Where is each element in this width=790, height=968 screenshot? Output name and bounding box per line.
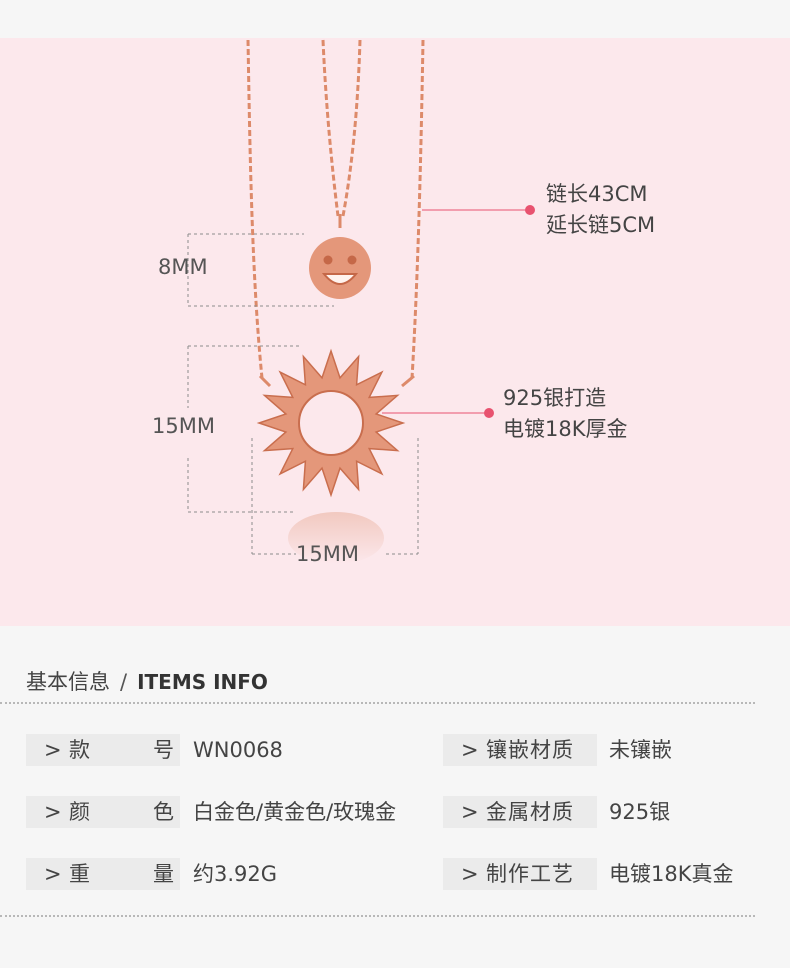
section-title-en: ITEMS INFO bbox=[137, 670, 268, 694]
section-title: 基本信息 / ITEMS INFO bbox=[26, 666, 268, 696]
info-row: > 重 量 约3.92G > 制作工艺 电镀18K真金 bbox=[26, 858, 766, 890]
sun-pendant bbox=[256, 348, 406, 498]
info-key-left: > 颜 色 bbox=[26, 796, 180, 828]
callout-chain-extension: 延长链5CM bbox=[546, 213, 656, 237]
dimension-large-pendant-height: 15MM bbox=[152, 414, 215, 438]
callout-plating: 电镀18K厚金 bbox=[503, 417, 628, 441]
chain-outer bbox=[246, 39, 425, 379]
info-value-left: 白金色/黄金色/玫瑰金 bbox=[193, 800, 397, 824]
chevron-right-icon: > bbox=[461, 800, 479, 824]
product-image-area: 8MM 15MM 15MM 链长43CM 延长链5CM 925银打造 电镀18K… bbox=[0, 38, 790, 626]
info-value-right: 未镶嵌 bbox=[609, 738, 672, 762]
callout-leaders bbox=[382, 205, 535, 418]
info-key-left: > 款 号 bbox=[26, 734, 180, 766]
chevron-right-icon: > bbox=[44, 862, 62, 886]
info-value-right: 电镀18K真金 bbox=[609, 862, 734, 886]
chevron-right-icon: > bbox=[461, 862, 479, 886]
section-title-separator: / bbox=[120, 670, 128, 694]
info-value-right: 925银 bbox=[609, 800, 671, 824]
info-key-right: > 制作工艺 bbox=[443, 858, 597, 890]
chevron-right-icon: > bbox=[461, 738, 479, 762]
chevron-right-icon: > bbox=[44, 800, 62, 824]
necklace-illustration bbox=[187, 39, 535, 564]
chain-connectors bbox=[258, 374, 415, 388]
section-title-cn: 基本信息 bbox=[26, 670, 110, 694]
chevron-right-icon: > bbox=[44, 738, 62, 762]
divider-top bbox=[0, 702, 755, 704]
divider-bottom bbox=[0, 915, 755, 917]
callout-material: 925银打造 bbox=[503, 386, 607, 410]
info-key-left: > 重 量 bbox=[26, 858, 180, 890]
pendant-reflection bbox=[288, 512, 384, 564]
info-row: > 颜 色 白金色/黄金色/玫瑰金 > 金属材质 925银 bbox=[26, 796, 766, 828]
info-row: > 款 号 WN0068 > 镶嵌材质 未镶嵌 bbox=[26, 734, 766, 766]
dimension-guides bbox=[187, 233, 419, 555]
info-value-left: WN0068 bbox=[193, 738, 283, 762]
callout-chain-length: 链长43CM bbox=[546, 182, 648, 206]
sun-center-hole bbox=[298, 390, 364, 456]
chain-inner bbox=[321, 39, 362, 217]
info-key-right: > 金属材质 bbox=[443, 796, 597, 828]
smiley-pendant bbox=[309, 214, 371, 299]
info-key-right: > 镶嵌材质 bbox=[443, 734, 597, 766]
dimension-small-pendant: 8MM bbox=[158, 255, 208, 279]
info-value-left: 约3.92G bbox=[193, 862, 278, 886]
dimension-large-pendant-width: 15MM bbox=[296, 542, 359, 566]
